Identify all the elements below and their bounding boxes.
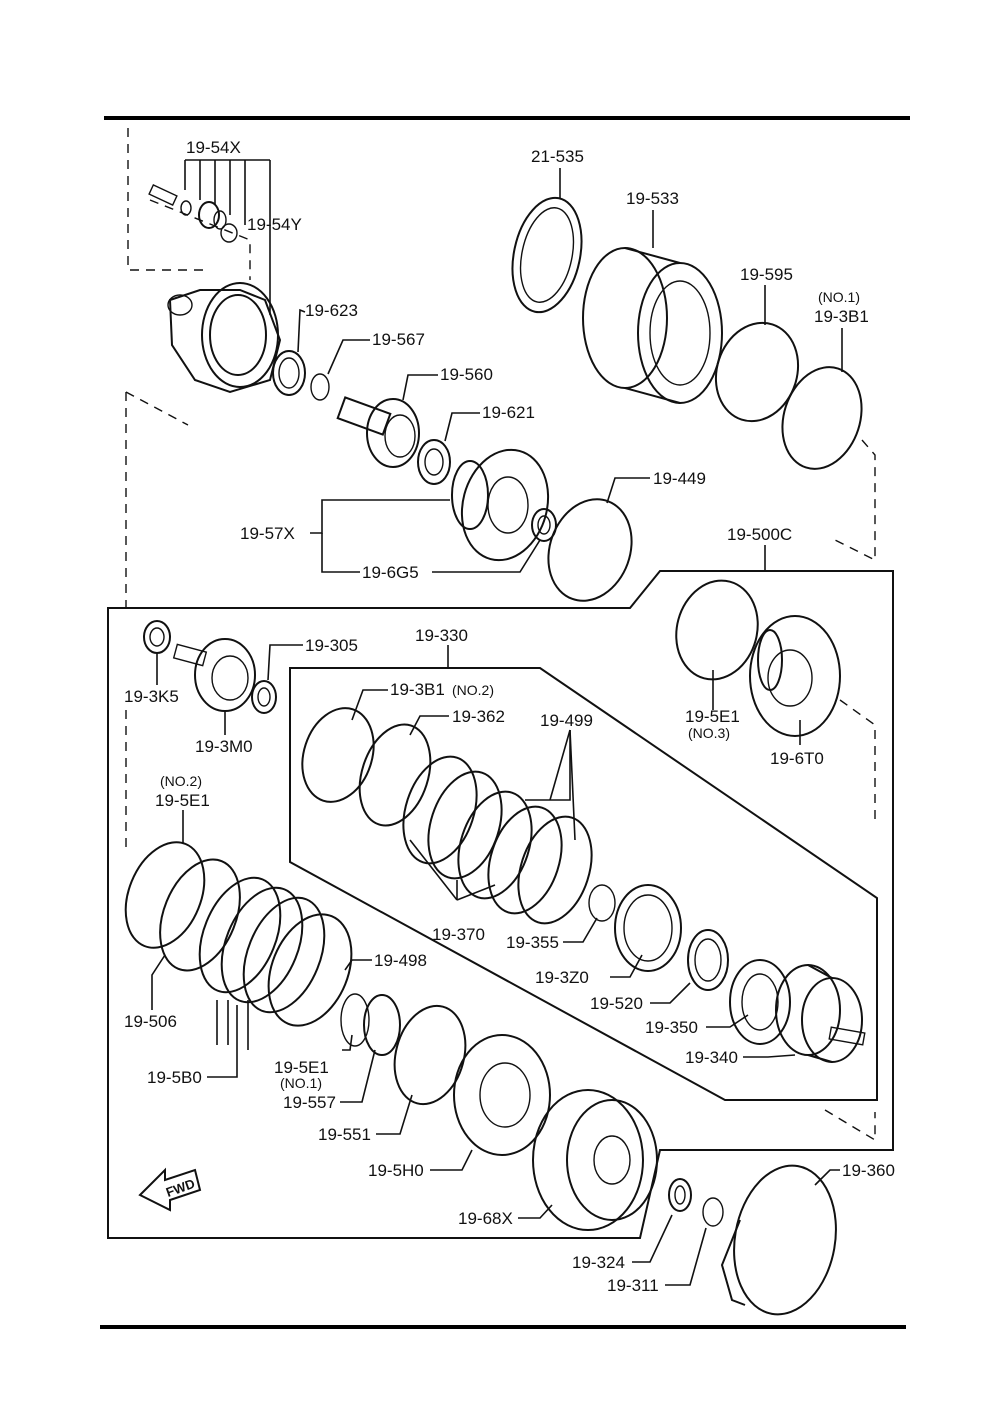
part-19-520-seal bbox=[687, 929, 729, 991]
clutch-plates-19-5b0 bbox=[198, 876, 326, 1014]
label-19-355: 19-355 bbox=[506, 933, 559, 952]
front-planetary-carrier bbox=[167, 282, 282, 394]
part-19-3k5 bbox=[143, 620, 171, 654]
label-19-54y: 19-54Y bbox=[247, 215, 302, 234]
part-19-324-washer bbox=[668, 1178, 692, 1212]
assembly-frame-19-500c bbox=[107, 570, 894, 1239]
label-19-595: 19-595 bbox=[740, 265, 793, 284]
part-19-3m0-drum bbox=[172, 638, 256, 712]
label-19-3b1-no1: 19-3B1 bbox=[814, 307, 869, 326]
part-19-551-spring bbox=[393, 1004, 467, 1106]
pinion-set-19-54x bbox=[148, 184, 238, 243]
label-19-68x: 19-68X bbox=[458, 1209, 513, 1228]
part-19-305-washer bbox=[251, 680, 277, 714]
part-19-595-ring bbox=[714, 321, 800, 423]
label-19-498: 19-498 bbox=[374, 951, 427, 970]
label-19-3b1-no1-note: (NO.1) bbox=[818, 289, 860, 305]
label-19-5e1-no3-note: (NO.3) bbox=[688, 725, 730, 741]
part-19-57x-carrier bbox=[451, 448, 550, 562]
label-19-370: 19-370 bbox=[432, 925, 485, 944]
label-19-623: 19-623 bbox=[305, 301, 358, 320]
part-19-621-bearing bbox=[417, 439, 451, 485]
dashed-guide-54x-box bbox=[149, 199, 251, 280]
dashed-guide-340 bbox=[824, 1109, 876, 1142]
label-19-305: 19-305 bbox=[305, 636, 358, 655]
part-19-5e1-no1-snap-ring bbox=[340, 993, 370, 1047]
part-19-560-gear-shaft bbox=[336, 396, 420, 468]
label-19-3m0: 19-3M0 bbox=[195, 737, 253, 756]
part-19-350-piston bbox=[729, 959, 791, 1045]
label-19-360: 19-360 bbox=[842, 1161, 895, 1180]
leader-lines bbox=[151, 159, 843, 1286]
label-21-535: 21-535 bbox=[531, 147, 584, 166]
part-19-506-plate bbox=[159, 858, 241, 972]
label-19-449: 19-449 bbox=[653, 469, 706, 488]
part-21-535-plate bbox=[511, 196, 583, 314]
label-19-5e1-no2: 19-5E1 bbox=[155, 791, 210, 810]
label-19-5b0: 19-5B0 bbox=[147, 1068, 202, 1087]
part-19-362-plate bbox=[358, 723, 432, 827]
dashed-guide-6t0 bbox=[839, 699, 876, 825]
label-19-533: 19-533 bbox=[626, 189, 679, 208]
label-19-621: 19-621 bbox=[482, 403, 535, 422]
label-19-5e1-no2-note: (NO.2) bbox=[160, 773, 202, 789]
label-19-340: 19-340 bbox=[685, 1048, 738, 1067]
label-19-6g5: 19-6G5 bbox=[362, 563, 419, 582]
label-19-520: 19-520 bbox=[590, 994, 643, 1013]
dashed-guide-54x bbox=[127, 128, 210, 271]
part-19-6t0-hub bbox=[749, 615, 841, 737]
forward-arrow-icon: FWD bbox=[138, 1167, 202, 1212]
dashed-guide-left-upper bbox=[125, 391, 189, 426]
part-19-557-ring bbox=[363, 994, 401, 1056]
part-19-360-band bbox=[720, 1164, 837, 1316]
label-19-5h0: 19-5H0 bbox=[368, 1161, 424, 1180]
label-19-3z0: 19-3Z0 bbox=[535, 968, 589, 987]
label-19-57x: 19-57X bbox=[240, 524, 295, 543]
part-19-567-snap-ring bbox=[310, 373, 330, 401]
part-19-623-washer bbox=[272, 350, 306, 396]
label-19-5e1-no3: 19-5E1 bbox=[685, 707, 740, 726]
label-19-324: 19-324 bbox=[572, 1253, 625, 1272]
part-19-311-snap-ring bbox=[702, 1197, 724, 1227]
part-19-5e1-no3-snap-ring bbox=[675, 579, 759, 681]
label-19-560: 19-560 bbox=[440, 365, 493, 384]
label-19-5e1-no1-note: (NO.1) bbox=[280, 1075, 322, 1091]
part-19-5e1-no2-snap-ring bbox=[124, 841, 206, 949]
clutch-plates-19-499-19-370 bbox=[402, 755, 593, 925]
label-19-551: 19-551 bbox=[318, 1125, 371, 1144]
subassembly-frame-19-330 bbox=[289, 667, 878, 1101]
part-19-3b1-no2-snap-ring bbox=[301, 707, 375, 803]
dashed-guide-3b1 bbox=[834, 439, 876, 562]
label-19-362: 19-362 bbox=[452, 707, 505, 726]
part-19-498-plate bbox=[267, 913, 353, 1027]
part-19-449-ring bbox=[547, 498, 633, 602]
label-19-557: 19-557 bbox=[283, 1093, 336, 1112]
label-19-500c: 19-500C bbox=[727, 525, 792, 544]
part-19-3z0-piston bbox=[614, 884, 682, 972]
label-19-3b1-no2: 19-3B1 bbox=[390, 680, 445, 699]
label-19-54x: 19-54X bbox=[186, 138, 241, 157]
part-19-355-ring bbox=[588, 884, 616, 922]
label-19-6t0: 19-6T0 bbox=[770, 749, 824, 768]
label-19-506: 19-506 bbox=[124, 1012, 177, 1031]
part-19-6g5-washer bbox=[531, 508, 557, 542]
label-19-567: 19-567 bbox=[372, 330, 425, 349]
part-19-68x-drum bbox=[532, 1089, 658, 1231]
label-19-311: 19-311 bbox=[607, 1276, 659, 1295]
label-19-350: 19-350 bbox=[645, 1018, 698, 1037]
label-19-3b1-no2-note: (NO.2) bbox=[452, 682, 494, 698]
label-19-330: 19-330 bbox=[415, 626, 468, 645]
label-19-3k5: 19-3K5 bbox=[124, 687, 179, 706]
part-19-533-drum bbox=[582, 247, 723, 404]
part-labels: 19-54X 19-54Y 21-535 19-533 19-595 (NO.1… bbox=[124, 138, 895, 1295]
part-19-3b1-no1-snap-ring bbox=[781, 366, 863, 470]
label-19-499: 19-499 bbox=[540, 711, 593, 730]
label-19-5e1-no1: 19-5E1 bbox=[274, 1058, 329, 1077]
part-19-5h0-piston bbox=[453, 1034, 551, 1156]
part-19-340-drum bbox=[775, 964, 866, 1063]
